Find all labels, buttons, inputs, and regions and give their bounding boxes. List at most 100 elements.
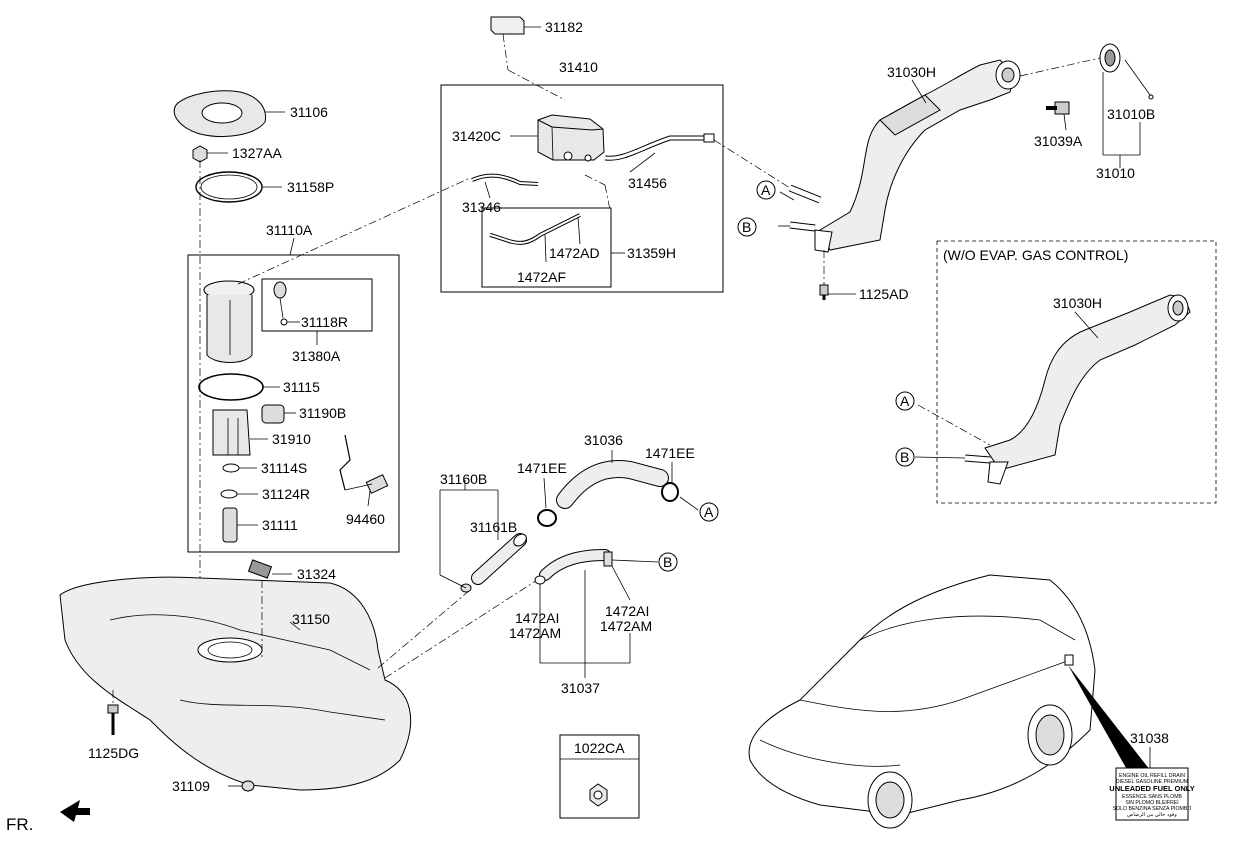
label-31190B: 31190B — [299, 405, 346, 421]
grommet-31109 — [241, 780, 255, 792]
label-31030H-alt: 31030H — [1053, 295, 1102, 311]
label-31182: 31182 — [545, 19, 583, 35]
label-31114S: 31114S — [261, 460, 307, 476]
label-31109: 31109 — [172, 778, 210, 794]
vent-hose-box — [481, 207, 612, 288]
pump-motor-31111 — [222, 507, 238, 543]
bolt-31039A — [1054, 101, 1070, 115]
pump-module-group — [173, 90, 471, 690]
label-wo-evap: (W/O EVAP. GAS CONTROL) — [943, 247, 1128, 263]
tank-group — [59, 559, 546, 792]
seal-31124R — [220, 489, 238, 499]
wo-evap-box — [936, 240, 1217, 504]
canister-assembly-box — [440, 84, 724, 293]
front-label: FR. — [6, 815, 33, 834]
label-1471EE-2: 1471EE — [645, 445, 695, 461]
canister-31420C — [537, 114, 605, 161]
module-box-31110A — [187, 254, 400, 553]
oring-31115 — [198, 373, 264, 401]
ref-circle-b-3 — [895, 447, 915, 467]
ref-circle-a-3 — [895, 391, 915, 411]
label-31038: 31038 — [1130, 730, 1169, 746]
svg-text:ESSENCE SANS PLOMB: ESSENCE SANS PLOMB — [1122, 794, 1183, 800]
svg-text:A: A — [900, 393, 910, 409]
ref-circle-b-2 — [658, 552, 678, 572]
svg-text:SOLO BENZINA SENZA PIOMBO: SOLO BENZINA SENZA PIOMBO — [1113, 806, 1192, 812]
label-31359H: 31359H — [627, 245, 676, 261]
label-31039A: 31039A — [1034, 133, 1083, 149]
filler-neck-group — [713, 43, 1154, 300]
reference-markers: A B A B A B — [658, 180, 915, 572]
svg-text:B: B — [900, 449, 909, 465]
seal-31114S — [222, 463, 240, 473]
svg-text:SIN PLOMO BLEIFREI: SIN PLOMO BLEIFREI — [1125, 800, 1178, 806]
label-31106: 31106 — [290, 104, 328, 120]
fuel-tank-31150 — [59, 576, 412, 791]
label-1471EE-1: 1471EE — [517, 460, 567, 476]
clip-31324 — [247, 559, 273, 579]
label-31910: 31910 — [272, 431, 311, 447]
label-31124R: 31124R — [262, 486, 310, 502]
label-31160B: 31160B — [440, 471, 487, 487]
label-1327AA: 1327AA — [232, 145, 282, 161]
label-31110A: 31110A — [266, 222, 313, 238]
svg-text:B: B — [742, 219, 751, 235]
svg-text:وقود خالي من الرصاص: وقود خالي من الرصاص — [1127, 812, 1177, 818]
label-31380A: 31380A — [292, 348, 341, 364]
part-labels: 31182 31410 31420C 31456 31346 1472AD 31… — [88, 19, 1169, 794]
ref-circle-b-1 — [737, 217, 757, 237]
label-31161B: 31161B — [470, 519, 517, 535]
label-31324: 31324 — [297, 566, 336, 582]
filler-neck-31030H — [819, 59, 1016, 251]
label-31111: 31111 — [262, 517, 298, 533]
bolt-1125DG — [107, 704, 119, 714]
label-31118R: 31118R — [301, 314, 348, 330]
label-1125AD: 1125AD — [859, 286, 909, 302]
label-1472AI-2: 1472AI — [605, 603, 649, 619]
ref-circle-a-2 — [699, 502, 719, 522]
label-31010B: 31010B — [1107, 106, 1155, 122]
label-31420C: 31420C — [452, 128, 501, 144]
label-31115: 31115 — [283, 379, 320, 395]
label-1472AF: 1472AF — [517, 269, 566, 285]
pad-31182 — [490, 16, 525, 35]
label-31456: 31456 — [628, 175, 667, 191]
label-31410: 31410 — [559, 59, 598, 75]
label-31037: 31037 — [561, 680, 600, 696]
label-94460: 94460 — [346, 511, 385, 527]
ref-circle-a-1 — [756, 180, 776, 200]
label-1472AD: 1472AD — [549, 245, 600, 261]
ring-31158P — [195, 171, 263, 203]
label-1125DG: 1125DG — [88, 745, 139, 761]
label-31346: 31346 — [462, 199, 501, 215]
label-31010: 31010 — [1096, 165, 1135, 181]
clamp-1471EE-2 — [661, 482, 679, 502]
label-31150: 31150 — [292, 611, 330, 627]
hose-group — [439, 450, 699, 819]
nut-1022CA-box — [559, 734, 640, 819]
clamp-1471EE-1 — [537, 509, 557, 527]
filter-cap-31190B — [261, 404, 285, 424]
car-illustration — [748, 574, 1189, 829]
wo-evap-group — [914, 240, 1217, 504]
label-31158P: 31158P — [287, 179, 334, 195]
svg-text:A: A — [704, 504, 714, 520]
label-1472AI-1: 1472AI — [515, 610, 559, 626]
svg-text:A: A — [761, 182, 771, 198]
label-1472AM-2: 1472AM — [600, 618, 652, 634]
nut-1327AA — [192, 145, 208, 163]
fuel-label-text: ENGINE OIL REFILL DRAIN DIESEL GASOLINE … — [1109, 773, 1194, 818]
filter-31910 — [212, 409, 251, 456]
canister-group — [440, 16, 724, 293]
label-1472AM-1: 1472AM — [509, 625, 561, 641]
svg-text:ENGINE OIL REFILL DRAIN: ENGINE OIL REFILL DRAIN — [1119, 773, 1185, 779]
bolt-1125AD — [819, 284, 829, 296]
svg-text:B: B — [663, 554, 672, 570]
label-1022CA: 1022CA — [574, 740, 625, 756]
filler-neck-31030H-alt — [984, 294, 1191, 471]
pointer-31038 — [1068, 665, 1150, 775]
front-arrow-icon — [60, 800, 90, 822]
label-31030H-main: 31030H — [887, 64, 936, 80]
sender-94460 — [339, 434, 351, 491]
